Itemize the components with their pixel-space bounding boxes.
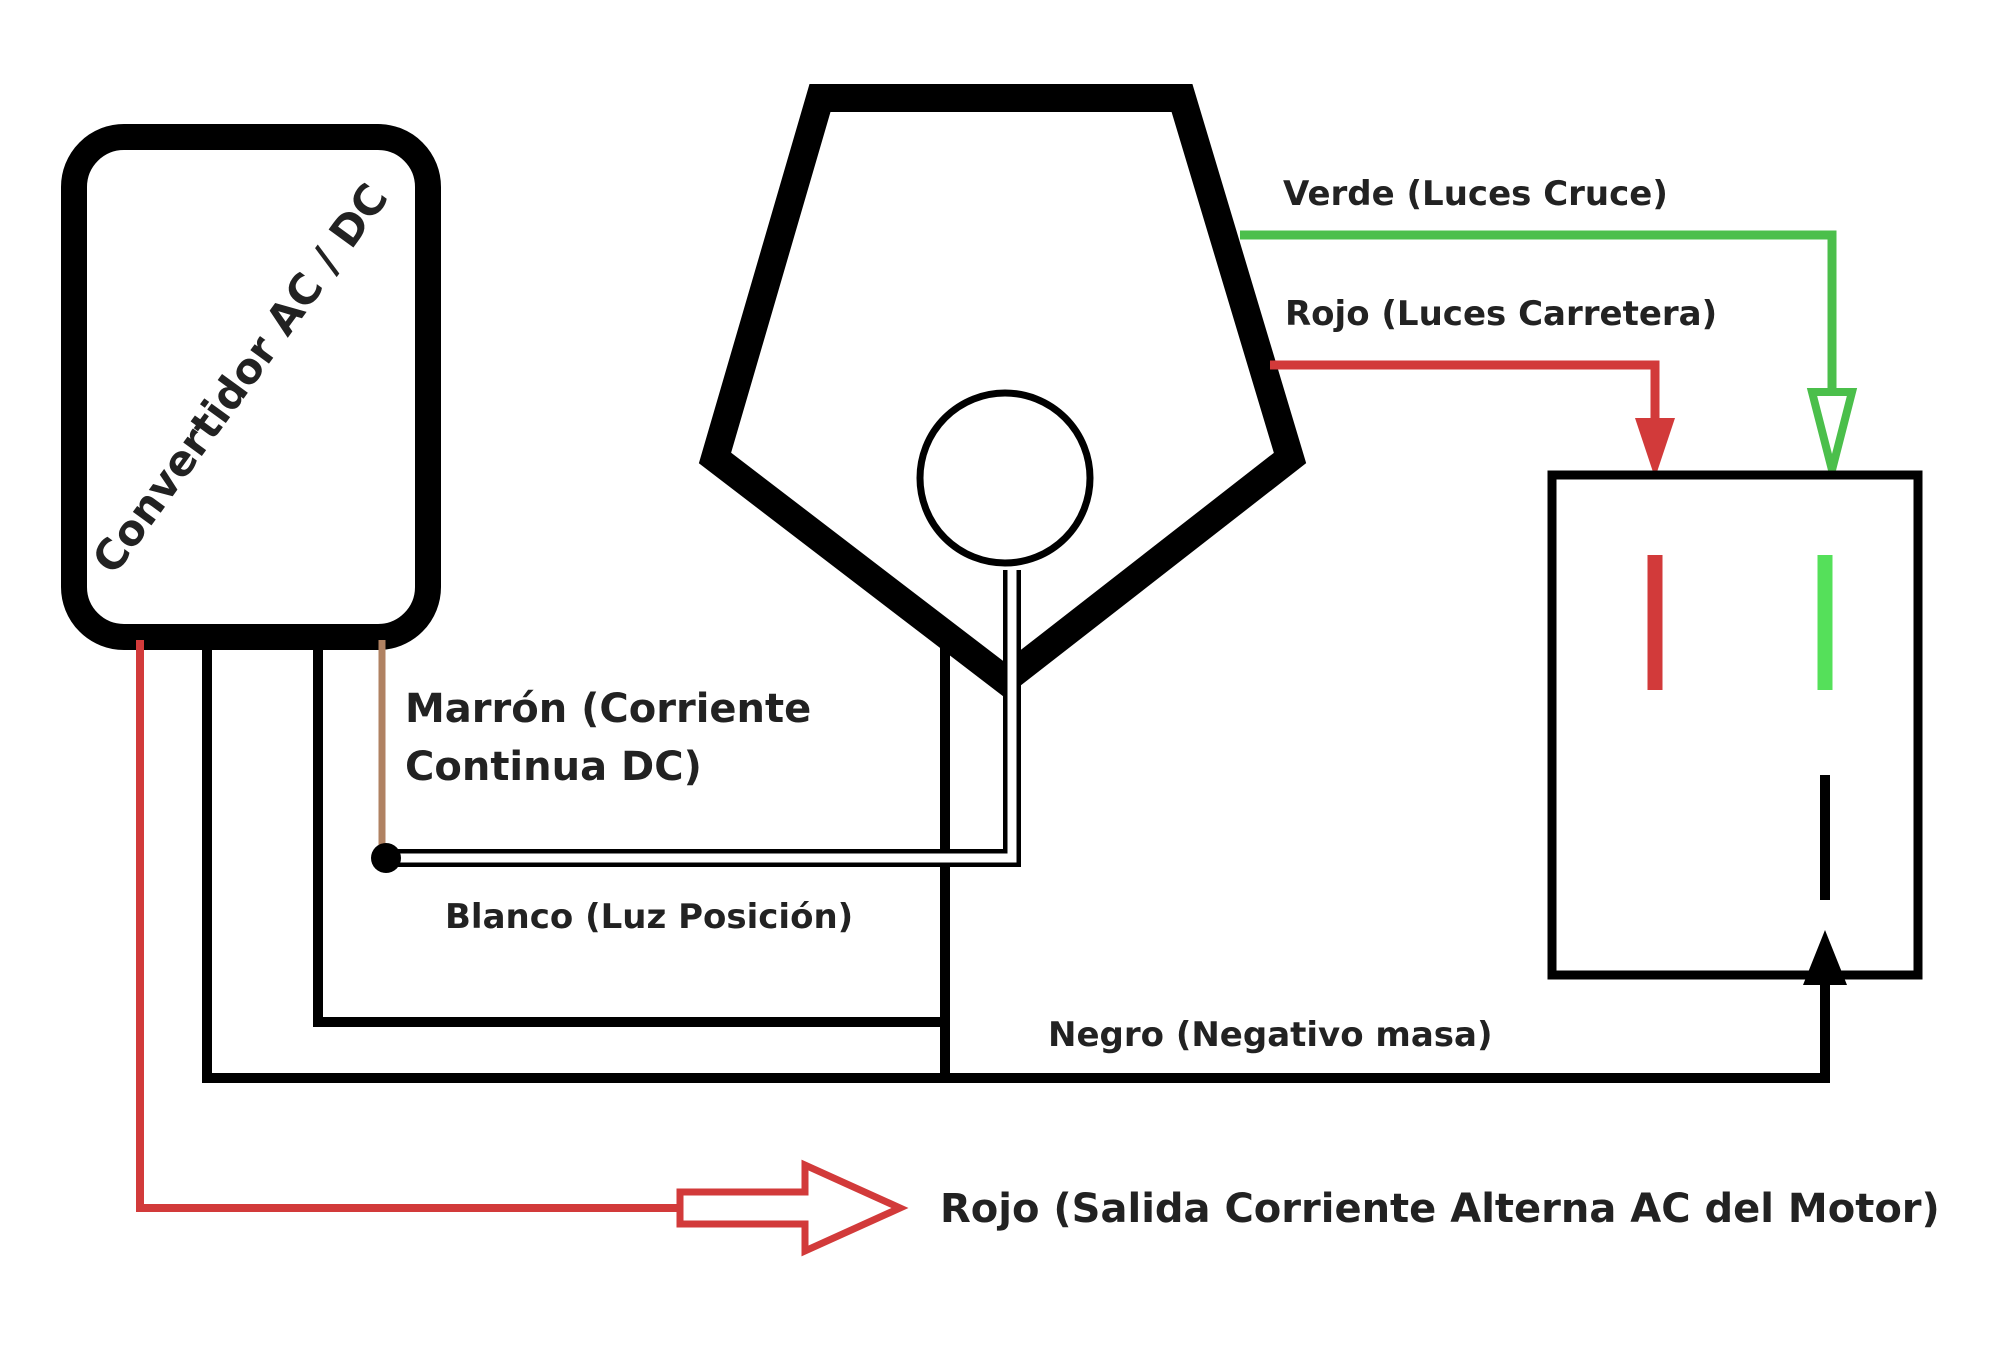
junction-dot — [371, 843, 401, 873]
label-negro: Negro (Negativo masa) — [1048, 1015, 1493, 1055]
red-ac-arrow — [676, 1159, 909, 1257]
converter-label: Convertidor AC / DC — [83, 175, 398, 583]
green-wire — [1240, 230, 1837, 400]
switch-knob — [916, 389, 1094, 567]
red-highway-wire — [1270, 360, 1660, 420]
white-wire — [388, 570, 1017, 863]
switch-pentagon — [698, 84, 1307, 698]
label-rojo-salida: Rojo (Salida Corriente Alterna AC del Mo… — [940, 1186, 1940, 1232]
red-ac-wire — [136, 640, 680, 1212]
label-marron-2: Continua DC) — [405, 744, 702, 790]
headlight-box — [1547, 470, 1923, 980]
red-arrow-head — [1635, 418, 1675, 478]
green-arrow-head — [1806, 388, 1858, 471]
label-marron-1: Marrón (Corriente — [405, 686, 811, 732]
converter-box — [61, 124, 441, 650]
label-blanco: Blanco (Luz Posición) — [445, 897, 853, 937]
label-verde: Verde (Luces Cruce) — [1283, 174, 1668, 214]
label-rojo-carretera: Rojo (Luces Carretera) — [1285, 294, 1717, 334]
